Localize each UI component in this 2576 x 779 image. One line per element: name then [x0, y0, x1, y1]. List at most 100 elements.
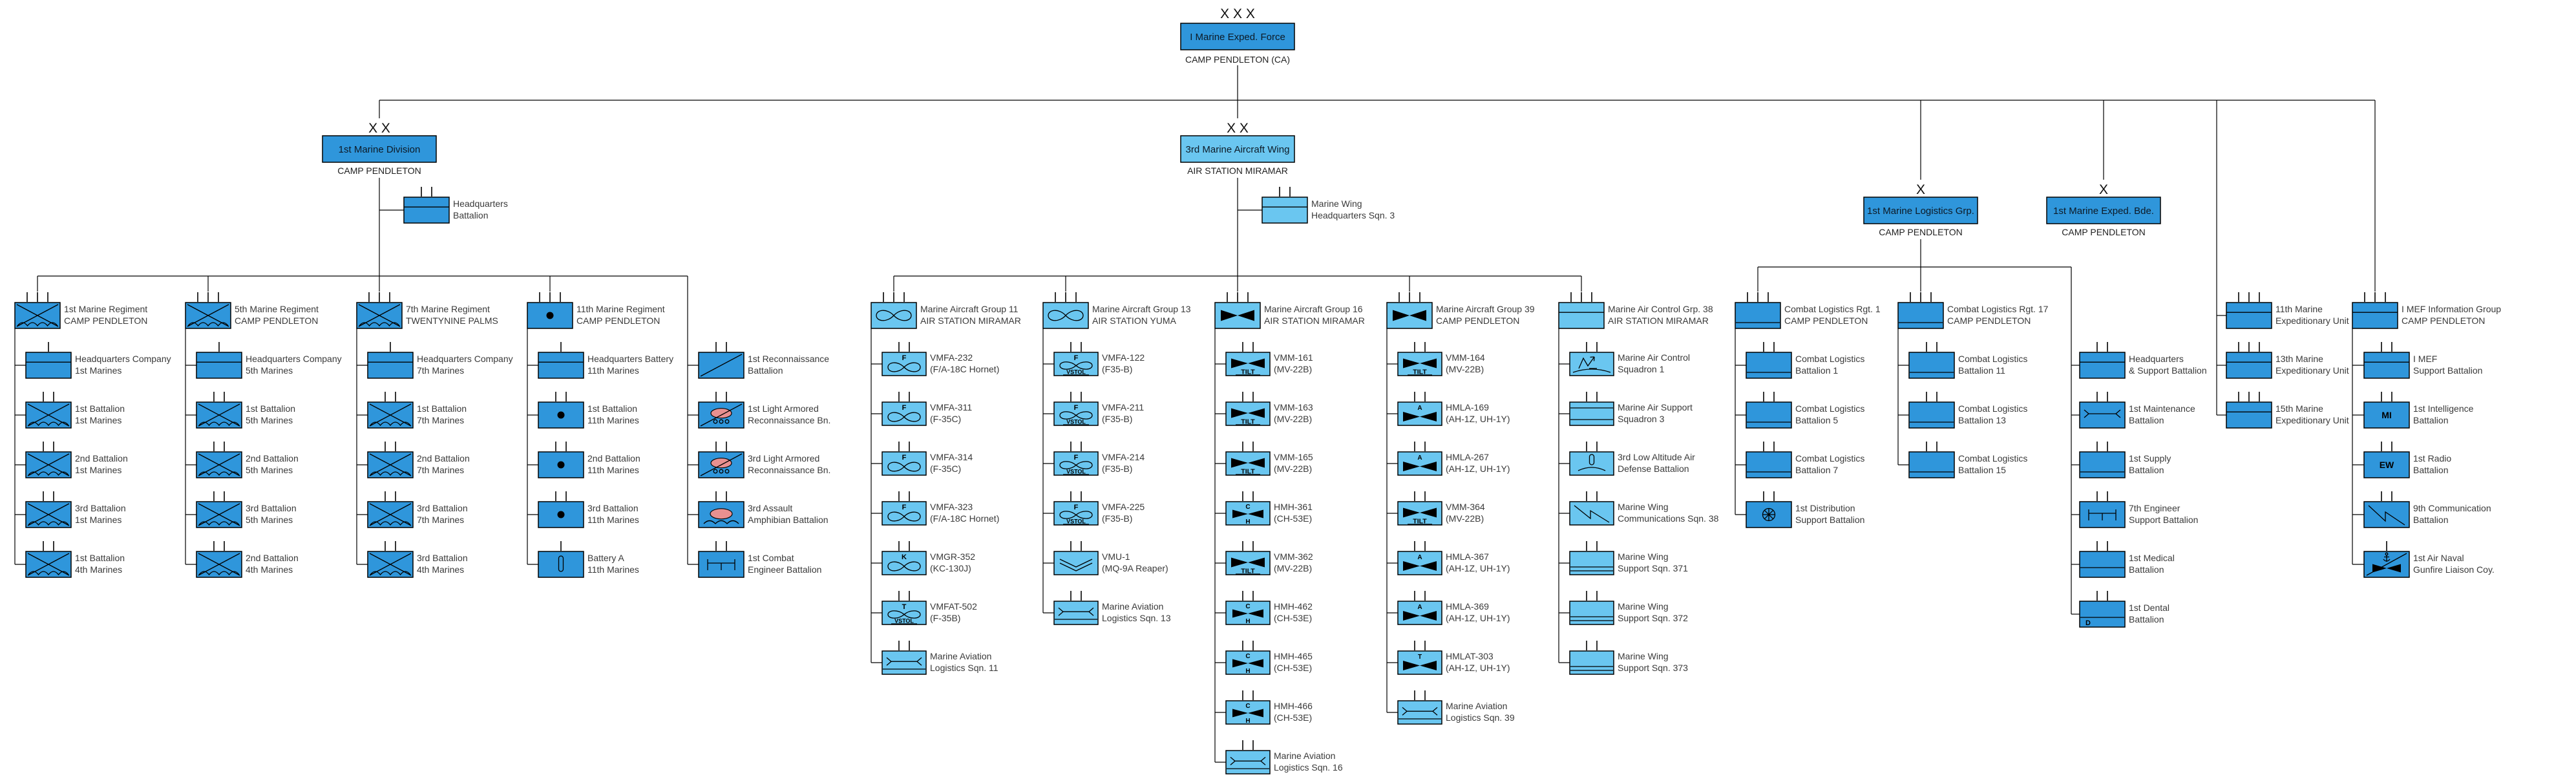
unit-icon-wrap	[1572, 356, 1611, 373]
gun-icon	[558, 555, 564, 572]
gun-shape	[558, 555, 564, 572]
wheel	[724, 469, 730, 474]
rotor-bowtie	[1232, 659, 1263, 668]
avlog-icon	[1227, 756, 1269, 769]
unit-label: HMLAT-303(AH-1Z, UH-1Y)	[1446, 651, 1510, 673]
unit-box	[2363, 352, 2410, 379]
lar-icon	[700, 453, 743, 476]
unit-icon-wrap	[883, 657, 925, 670]
icon-letter: A	[1417, 405, 1422, 412]
rotor-bowtie	[1231, 458, 1265, 468]
unit-hmlat-303-ah-1z-uh-1y: T HMLAT-303(AH-1Z, UH-1Y)	[1397, 641, 1510, 675]
icon-letter: EW	[2380, 460, 2394, 470]
unit-headquarters-support-battalion: Headquarters& Support Battalion	[2079, 342, 2207, 379]
rotor-bowtie	[1231, 557, 1265, 568]
heli-A-icon: A	[1403, 405, 1437, 422]
unit-icon-wrap	[1574, 505, 1610, 523]
artillery-icon	[557, 511, 565, 518]
tilt-icon: TILT	[1403, 507, 1437, 526]
icon-letter: TILT	[1241, 418, 1255, 426]
icon-letter: TILT	[1241, 568, 1255, 575]
icon-letter: MI	[2381, 410, 2392, 420]
unit-box	[1569, 451, 1614, 476]
icon-stroke	[700, 354, 743, 377]
unit-box	[538, 551, 584, 578]
unit-box	[1746, 451, 1792, 478]
unit-box	[367, 352, 414, 379]
command-box	[322, 135, 437, 163]
unit-label: VMM-163(MV-22B)	[1274, 402, 1313, 424]
heli-A-icon: A	[1403, 454, 1437, 471]
location-label: CAMP PENDLETON	[2062, 227, 2145, 237]
icon-letter: T	[1418, 654, 1422, 661]
fw-F-icon: F	[887, 354, 921, 372]
unit-label: VMFA-225(F35-B)	[1102, 502, 1145, 524]
unit-icon-wrap: TILT	[1231, 358, 1265, 376]
echelon-label: X X	[1227, 121, 1249, 136]
infantry-icon	[198, 403, 240, 427]
unit-label: VMFA-311(F-35C)	[930, 402, 972, 424]
unit-icon-wrap	[369, 503, 412, 526]
infantry-icon	[27, 553, 70, 576]
wheel	[713, 419, 718, 424]
infantry-icon	[369, 403, 412, 427]
echelon-label: X X	[368, 121, 390, 136]
artillery-dot	[557, 511, 565, 518]
unit-icon-wrap	[2368, 505, 2405, 526]
unit-icon-wrap	[16, 304, 59, 327]
artillery-icon	[546, 312, 554, 319]
unit-box	[1053, 451, 1099, 476]
icon-letter: TILT	[1413, 518, 1427, 526]
fw-icon	[876, 310, 912, 321]
unit-box	[1262, 197, 1308, 224]
maint-icon	[2084, 409, 2121, 418]
infantry-icon	[187, 304, 229, 327]
vehicle-oval	[710, 458, 732, 469]
artillery-dot	[557, 461, 565, 469]
unit-icon-wrap: TILT	[1231, 458, 1265, 476]
icon-stroke	[887, 462, 921, 472]
unit-icon-wrap	[546, 312, 554, 319]
icon-letter: F	[1074, 454, 1079, 462]
unit-icon-wrap	[198, 553, 240, 576]
unit-box	[2079, 551, 2126, 578]
